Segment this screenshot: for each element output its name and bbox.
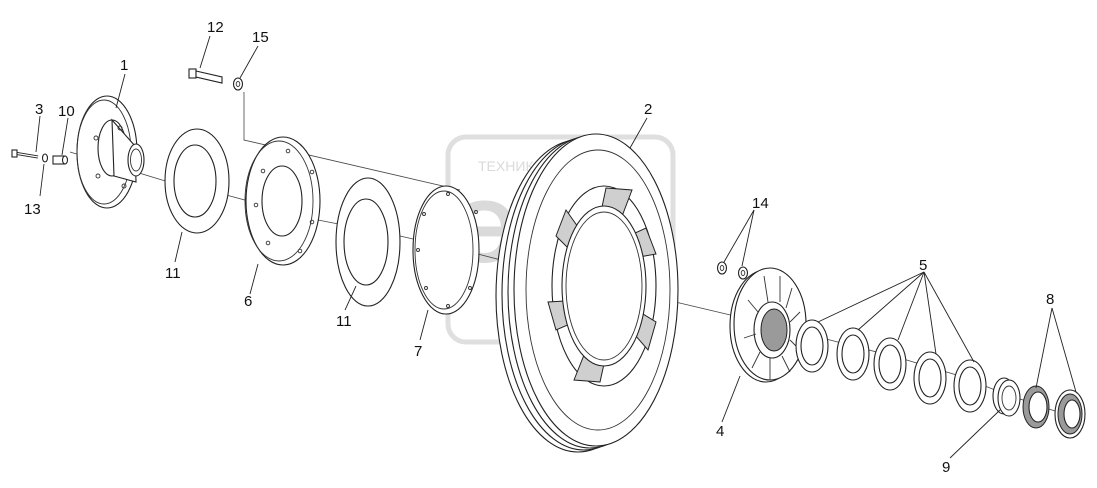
callout-8: 8 (1046, 291, 1054, 308)
part-10-sleeve (52, 155, 69, 165)
callout-12: 12 (207, 19, 224, 36)
callout-7: 7 (414, 343, 422, 360)
part-12-bolt (188, 68, 223, 84)
part-11-friction-disk-b (335, 177, 401, 307)
part-6-drilled-plate (244, 136, 321, 266)
part-3-bolt (11, 149, 39, 159)
part-15-nut (232, 77, 244, 91)
part-14-nuts (716, 261, 749, 280)
callout-1: 1 (120, 57, 128, 74)
callout-leaders (35, 35, 1077, 459)
part-1-hub-flange (76, 95, 145, 209)
callout-11-second: 11 (336, 313, 352, 330)
callout-13: 13 (24, 201, 41, 218)
callout-15: 15 (252, 29, 269, 46)
part-4-ribbed-cover (729, 267, 807, 383)
callout-2: 2 (644, 101, 652, 118)
part-8-seals (1022, 385, 1086, 439)
callout-10: 10 (58, 103, 75, 120)
watermark-brand-text: ТЕХНИКА (478, 158, 544, 174)
callout-5: 5 (919, 257, 927, 274)
part-2-pulley-wheel (495, 133, 679, 453)
part-11-friction-disk-a (164, 128, 230, 234)
part-9-spacer-ring (992, 377, 1021, 417)
callout-9: 9 (942, 459, 950, 476)
part-5-shim-washers (795, 319, 987, 413)
callout-3: 3 (35, 101, 43, 118)
callout-4: 4 (716, 423, 724, 440)
part-13-washer (41, 153, 49, 163)
callout-labels: 1 2 3 4 5 6 7 8 9 10 11 11 12 13 14 15 (24, 19, 1054, 476)
callout-14: 14 (752, 195, 769, 212)
callout-11-first: 11 (165, 265, 181, 282)
callout-6: 6 (244, 293, 252, 310)
part-7-gasket-ring (412, 185, 480, 315)
